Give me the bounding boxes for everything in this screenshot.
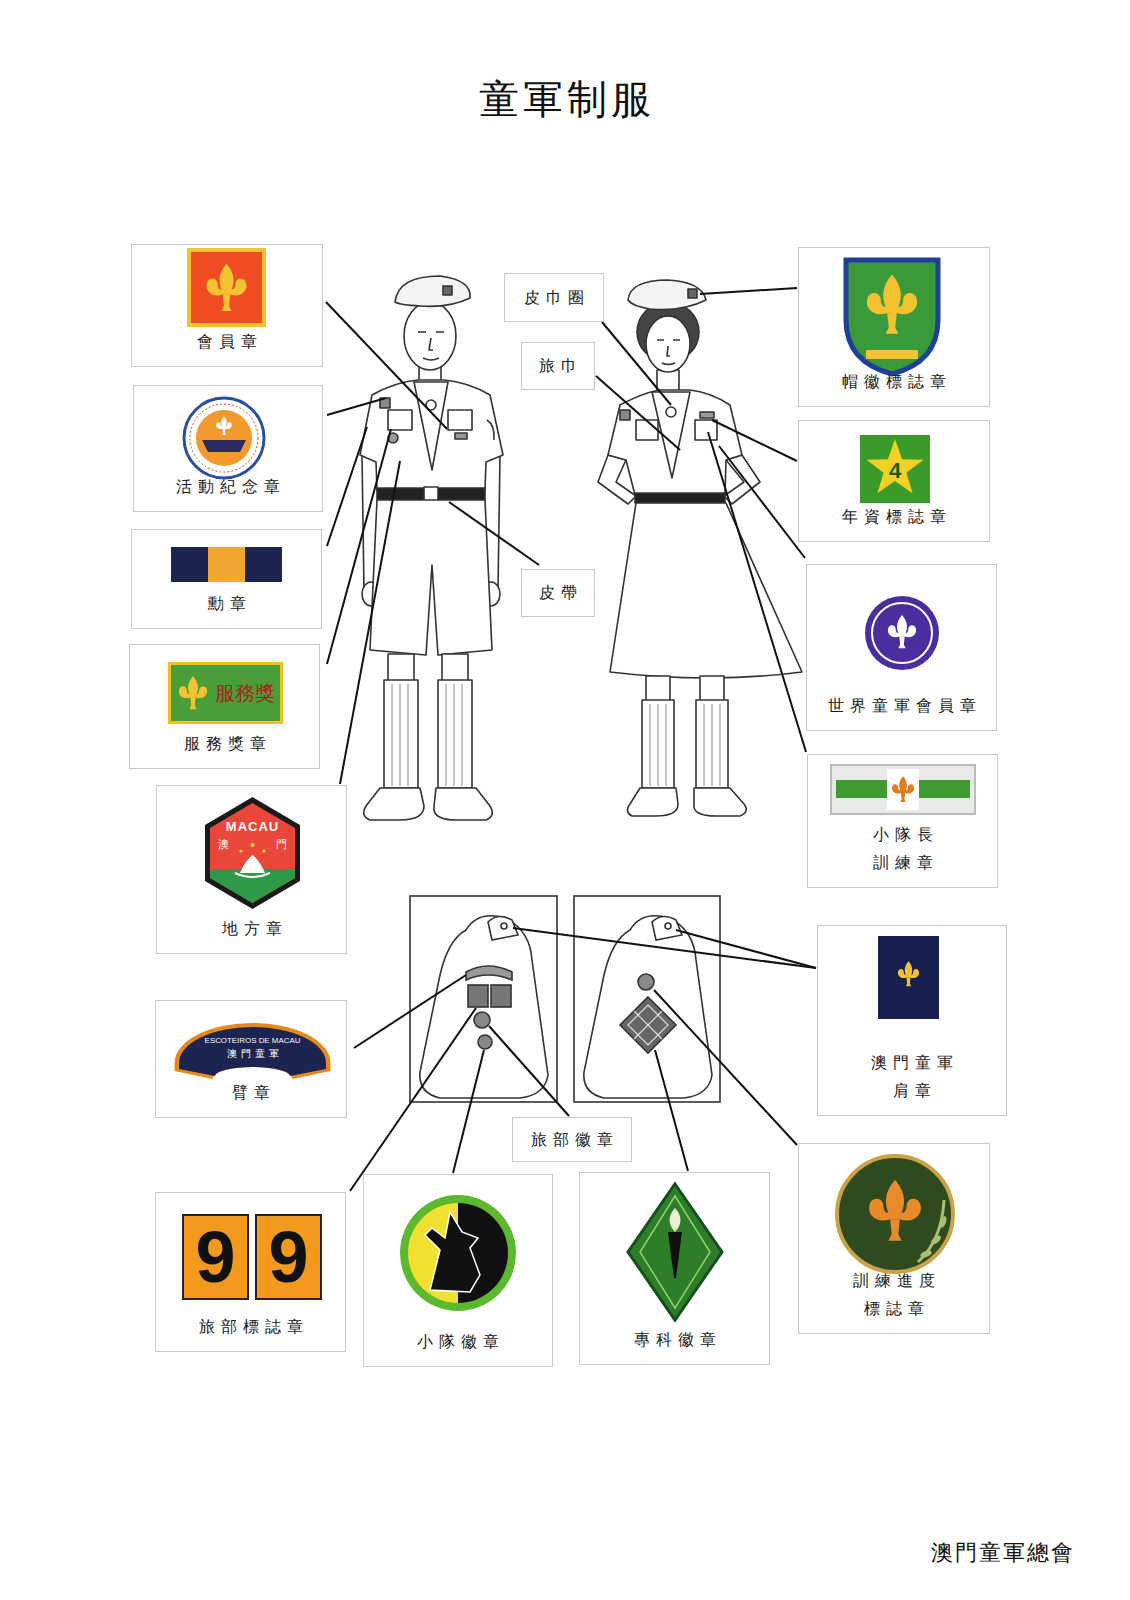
girl-figure: [598, 280, 802, 816]
part-name: 皮帶: [533, 579, 583, 607]
badge-text-row: 澳門: [205, 834, 300, 851]
badge-card: 旅部標誌章 99: [155, 1192, 346, 1352]
page-title: 童軍制服: [0, 72, 1130, 127]
badge-name: 訓練進度 標誌章: [842, 1267, 946, 1323]
badge-card: 勳章: [131, 529, 322, 629]
badge-text: MACAU: [226, 819, 279, 834]
arm-badge: ESCOTEIROS DE MACAU 澳門童軍: [174, 1021, 331, 1079]
badge-name: 服務獎章: [178, 730, 272, 758]
badge-name: 勳章: [202, 590, 252, 618]
badge-name: 會員章: [191, 328, 263, 356]
part-name: 旅部徽章: [525, 1126, 619, 1154]
badge-card: 服務獎章 服務獎: [129, 644, 320, 769]
badge-card: 會員章: [131, 244, 323, 367]
badge-card: 世界童軍會員章: [806, 564, 997, 731]
badge-card: 年資標誌章 4: [798, 420, 990, 542]
badge-text: 門: [276, 838, 287, 851]
badge-name: 活動紀念章: [170, 473, 286, 501]
badge-text: 服務獎: [215, 680, 275, 707]
badge-text: 澳門童軍: [223, 1048, 283, 1060]
footer-wrap: 澳門童軍總會: [931, 1538, 1075, 1568]
badge-name: 旅部標誌章: [193, 1313, 309, 1341]
badge-name: 小隊徽章: [411, 1328, 505, 1356]
badge-text: 澳: [218, 838, 229, 851]
badge-name: 地方章: [216, 915, 288, 943]
boy-figure: [360, 276, 503, 820]
badge-name: 世界童軍會員章: [822, 692, 982, 720]
badge-card: 澳門童軍 肩章: [817, 925, 1007, 1116]
badge-shape: [205, 797, 300, 909]
group-number: 9: [268, 1221, 308, 1293]
badge-card: 地方章MACAU澳門: [156, 785, 347, 954]
group-number-badge: 9: [182, 1214, 249, 1300]
badge-name: 專科徽章: [628, 1326, 722, 1354]
leader-lines: [326, 288, 816, 1191]
badge-name: 帽徽標誌章: [836, 368, 952, 396]
sleeve-details: [410, 896, 720, 1102]
badge-text: ESCOTEIROS DE MACAU: [205, 1036, 301, 1046]
title-wrap: 童軍制服: [0, 72, 1130, 127]
part-name: 旅巾: [533, 352, 583, 380]
badge-card: 小隊徽章: [363, 1174, 553, 1367]
badge-card: 帽徽標誌章: [798, 247, 990, 407]
badge-card: 活動紀念章: [133, 385, 323, 512]
badge-name: 小隊長 訓練章: [861, 821, 945, 877]
part-name: 皮巾圈: [518, 284, 590, 312]
years-number: 4: [889, 460, 901, 482]
label-box: 皮帶: [521, 569, 595, 617]
label-box: 皮巾圈: [504, 273, 604, 322]
label-box: 旅巾: [521, 342, 595, 390]
badge-name: 年資標誌章: [836, 503, 952, 531]
badge-name: 澳門童軍 肩章: [860, 1049, 964, 1105]
badge-card: 專科徽章: [579, 1172, 770, 1365]
badge-card: 訓練進度 標誌章: [798, 1143, 990, 1334]
region-badge: MACAU澳門: [205, 797, 300, 909]
badge-card: 小隊長 訓練章: [807, 754, 998, 888]
years-badge: 4: [860, 435, 930, 503]
label-box: 旅部徽章: [512, 1117, 632, 1162]
group-number-badge: 9: [255, 1214, 322, 1300]
organisation-name: 澳門童軍總會: [931, 1538, 1075, 1568]
service-badge: 服務獎: [168, 662, 283, 724]
badge-card: 臂章 ESCOTEIROS DE MACAU 澳門童軍: [155, 1000, 347, 1118]
badge-name: 臂章: [226, 1079, 276, 1107]
group-number: 9: [195, 1221, 235, 1293]
